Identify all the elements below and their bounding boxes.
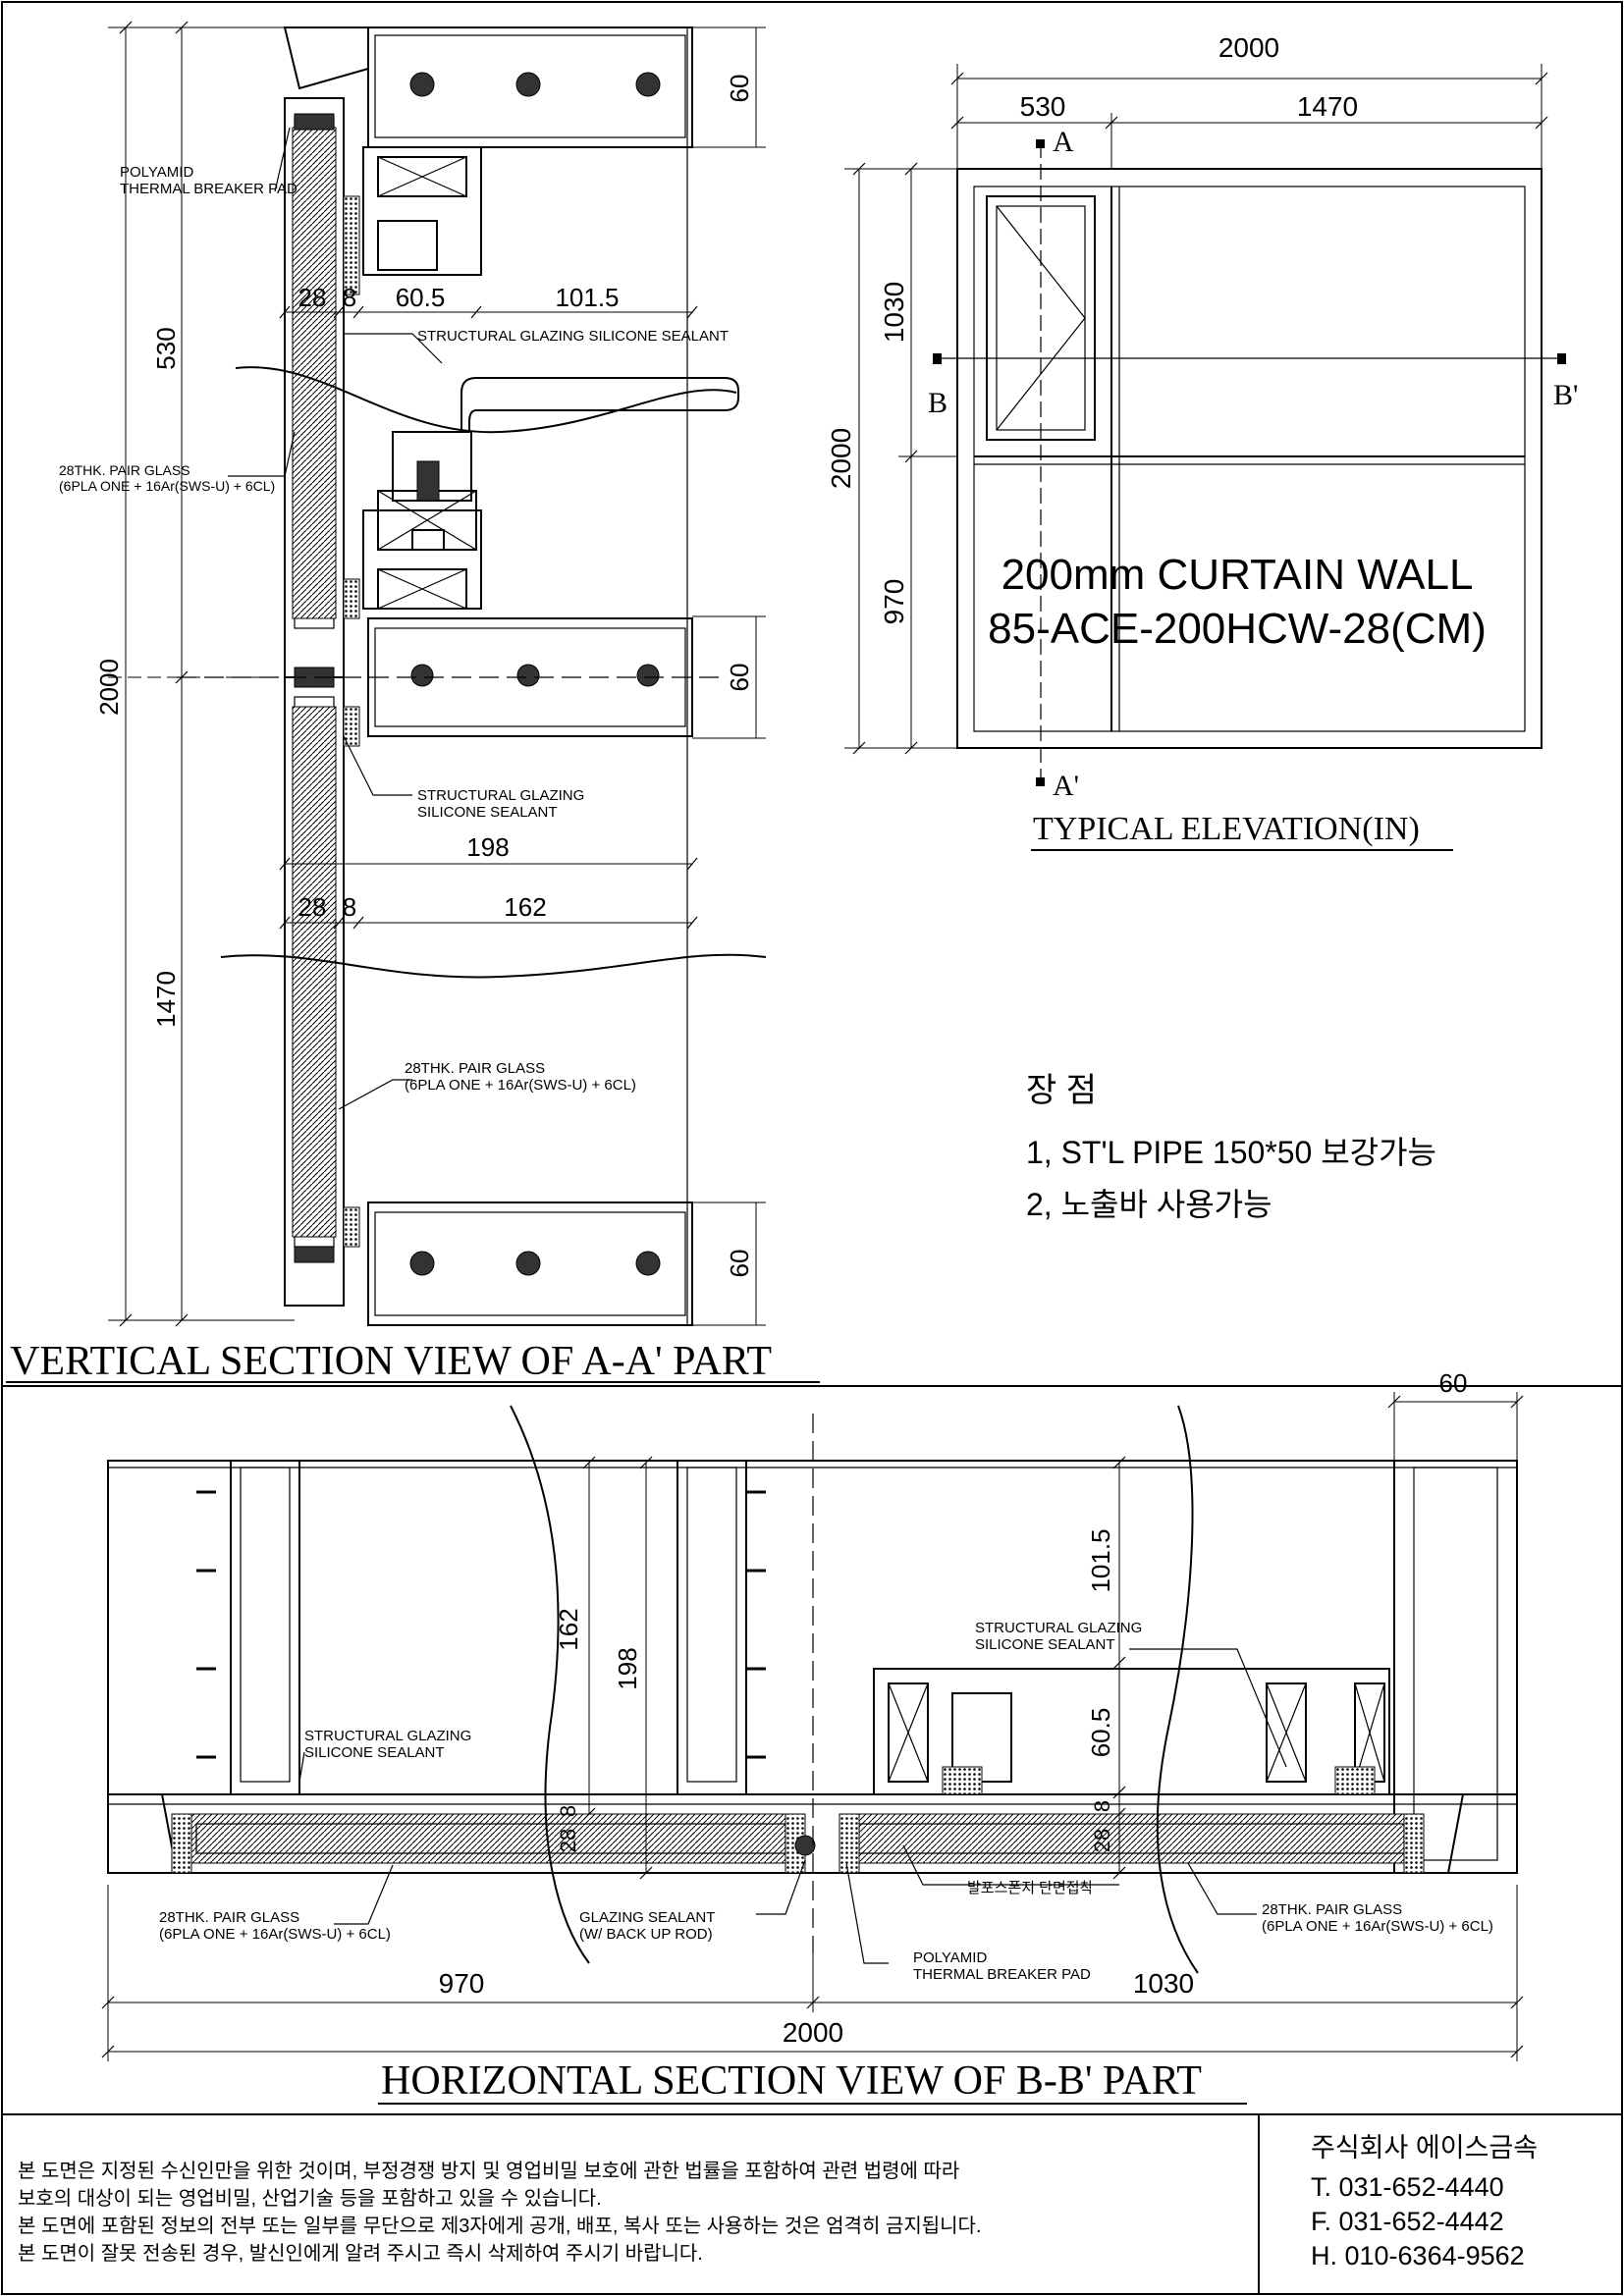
- label-pair-glass: 28THK. PAIR GLASS: [405, 1060, 545, 1077]
- dim-1470: 1470: [151, 971, 181, 1028]
- dim-2000: 2000: [94, 659, 124, 716]
- elevation-title: TYPICAL ELEVATION(IN): [1033, 811, 1420, 847]
- label-pair-glass: 28THK. PAIR GLASS: [159, 1909, 299, 1926]
- label-sg-sealant: STRUCTURAL GLAZING: [975, 1620, 1142, 1636]
- section-marker-b-prime: B': [1553, 379, 1578, 411]
- dim-28: 28: [556, 1829, 580, 1852]
- feature-item: 1, ST'L PIPE 150*50 보강가능: [1026, 1135, 1436, 1170]
- elevation-drawing: [844, 64, 1566, 786]
- label-thermal-pad: THERMAL BREAKER PAD: [120, 181, 298, 197]
- section-marker-a-prime: A': [1053, 770, 1079, 802]
- dim-28: 28: [1090, 1829, 1114, 1852]
- dim-2000: 2000: [826, 428, 856, 489]
- company-tel: T. 031-652-4440: [1311, 2172, 1504, 2202]
- dim-28: 28: [298, 283, 327, 312]
- label-sg-sealant: SILICONE SEALANT: [975, 1636, 1115, 1653]
- vertical-section-labels: POLYAMID THERMAL BREAKER PAD STRUCTURAL …: [6, 75, 820, 1384]
- dim-60: 60: [1439, 1368, 1468, 1398]
- product-code: 85-ACE-200HCW-28(CM): [988, 605, 1487, 653]
- label-foam-sponge: 발포스폰지 단면접착: [967, 1880, 1094, 1896]
- dim-1030: 1030: [1133, 1968, 1194, 1999]
- dim-60: 60: [725, 664, 754, 692]
- horizontal-section-title: HORIZONTAL SECTION VIEW OF B-B' PART: [381, 2058, 1202, 2104]
- label-sg-sealant: SILICONE SEALANT: [304, 1744, 445, 1761]
- features-block: 장 점 1, ST'L PIPE 150*50 보강가능 2, 노출바 사용가능: [1026, 1072, 1436, 1222]
- label-polyamid: POLYAMID: [120, 164, 193, 181]
- notice-line: 본 도면은 지정된 수신인만을 위한 것이며, 부정경쟁 방지 및 영업비밀 보…: [18, 2160, 959, 2182]
- dim-8: 8: [343, 892, 356, 922]
- dim-2000: 2000: [1218, 32, 1279, 63]
- product-name: 200mm CURTAIN WALL: [1001, 551, 1474, 599]
- features-heading: 장 점: [1026, 1072, 1097, 1109]
- dim-198: 198: [466, 832, 509, 862]
- dim-8: 8: [343, 283, 356, 312]
- screw-group: [196, 1490, 766, 1759]
- footer-notice: 본 도면은 지정된 수신인만을 위한 것이며, 부정경쟁 방지 및 영업비밀 보…: [18, 2160, 982, 2265]
- dim-8: 8: [1090, 1800, 1114, 1812]
- feature-item: 2, 노출바 사용가능: [1026, 1187, 1272, 1222]
- label-sg-sealant: STRUCTURAL GLAZING SILICONE SEALANT: [417, 328, 729, 345]
- dim-530: 530: [151, 327, 181, 369]
- dim-1030: 1030: [879, 282, 909, 343]
- label-sg-sealant: STRUCTURAL GLAZING: [417, 787, 584, 804]
- dim-530: 530: [1020, 91, 1066, 122]
- label-pair-glass-spec: (6PLA ONE + 16Ar(SWS-U) + 6CL): [1262, 1918, 1493, 1935]
- dim-60-5: 60.5: [396, 283, 446, 312]
- company-name: 주식회사 에이스금속: [1311, 2133, 1538, 2163]
- horizontal-section-drawing: [101, 1392, 1524, 2061]
- label-glazing-sealant-spec: (W/ BACK UP ROD): [579, 1926, 713, 1943]
- section-marker-b: B: [928, 387, 947, 419]
- dim-162: 162: [504, 892, 546, 922]
- label-pair-glass-spec: (6PLA ONE + 16Ar(SWS-U) + 6CL): [405, 1077, 636, 1094]
- label-pair-glass-spec: (6PLA ONE + 16Ar(SWS-U) + 6CL): [159, 1926, 391, 1943]
- label-polyamid: POLYAMID: [913, 1949, 987, 1966]
- elevation-labels: 2000 530 1470 2000 1030 970 A A' B B' 20…: [826, 32, 1578, 851]
- company-fax: F. 031-652-4442: [1311, 2207, 1504, 2236]
- label-thermal-pad: THERMAL BREAKER PAD: [913, 1966, 1091, 1983]
- label-sg-sealant: SILICONE SEALANT: [417, 804, 558, 821]
- dim-970: 970: [439, 1968, 485, 1999]
- company-block: 주식회사 에이스금속 T. 031-652-4440 F. 031-652-44…: [1311, 2133, 1538, 2270]
- vertical-section-title: VERTICAL SECTION VIEW OF A-A' PART: [10, 1339, 772, 1384]
- dim-1470: 1470: [1297, 91, 1358, 122]
- dim-101-5: 101.5: [1086, 1528, 1115, 1592]
- dim-162: 162: [554, 1608, 583, 1650]
- dim-970: 970: [879, 579, 909, 625]
- horizontal-section-labels: 60 162 198 101.5 60.5 8 28 8 28 STRUCTUR…: [159, 1368, 1493, 2105]
- dim-60: 60: [725, 1250, 754, 1278]
- notice-line: 보호의 대상이 되는 영업비밀, 산업기술 등을 포함하고 있을 수 있습니다.: [18, 2187, 602, 2210]
- label-sg-sealant: STRUCTURAL GLAZING: [304, 1728, 471, 1744]
- label-pair-glass: 28THK. PAIR GLASS: [59, 462, 190, 478]
- section-marker-a: A: [1053, 126, 1074, 158]
- label-glazing-sealant: GLAZING SEALANT: [579, 1909, 715, 1926]
- dim-8: 8: [556, 1805, 580, 1817]
- dim-2000: 2000: [783, 2017, 843, 2048]
- label-pair-glass-spec: (6PLA ONE + 16Ar(SWS-U) + 6CL): [59, 478, 275, 494]
- dim-101-5: 101.5: [555, 283, 619, 312]
- company-hp: H. 010-6364-9562: [1311, 2241, 1525, 2270]
- dim-60-5: 60.5: [1086, 1708, 1115, 1758]
- notice-line: 본 도면에 포함된 정보의 전부 또는 일부를 무단으로 제3자에게 공개, 배…: [18, 2215, 982, 2237]
- vertical-section-drawing: [108, 21, 767, 1327]
- dim-198: 198: [613, 1647, 642, 1689]
- dim-60: 60: [725, 75, 754, 103]
- notice-line: 본 도면이 잘못 전송된 경우, 발신인에게 알려 주시고 즉시 삭제하여 주시…: [18, 2242, 703, 2265]
- dim-28: 28: [298, 892, 327, 922]
- label-pair-glass: 28THK. PAIR GLASS: [1262, 1901, 1402, 1918]
